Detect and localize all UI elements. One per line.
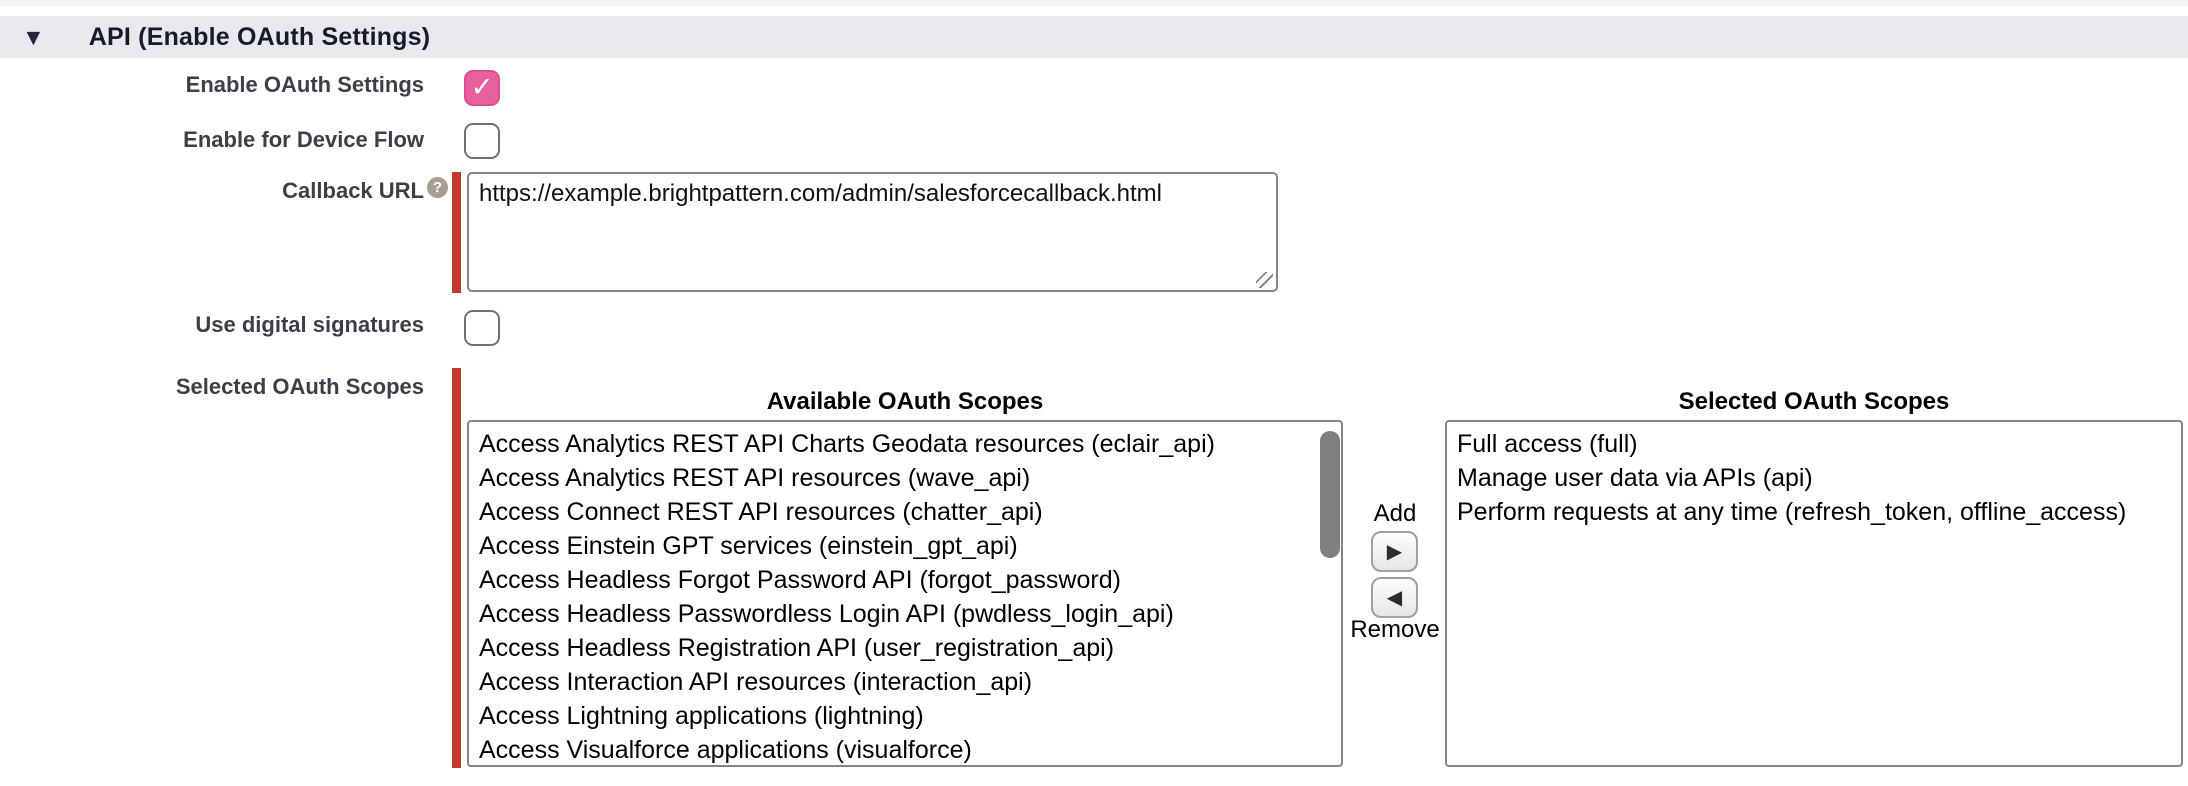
help-icon[interactable]: ?	[427, 177, 448, 198]
checkmark-icon: ✓	[470, 71, 494, 102]
digital-signatures-checkbox[interactable]	[464, 310, 500, 346]
remove-button[interactable]: ◀	[1371, 577, 1418, 618]
scope-option[interactable]: Manage user data via APIs (api)	[1457, 464, 1813, 492]
right-arrow-icon: ▶	[1386, 540, 1403, 563]
scope-option[interactable]: Access Einstein GPT services (einstein_g…	[479, 532, 1018, 560]
textarea-resize-handle-icon[interactable]	[1256, 272, 1273, 288]
scope-option[interactable]: Access Interaction API resources (intera…	[479, 668, 1033, 696]
section-header: ▼ API (Enable OAuth Settings)	[0, 16, 2188, 58]
scope-option[interactable]: Access Headless Registration API (user_r…	[479, 634, 1115, 662]
device-flow-label: Enable for Device Flow	[183, 127, 424, 152]
top-strip	[0, 0, 2188, 7]
scope-option[interactable]: Access Analytics REST API Charts Geodata…	[479, 430, 1215, 458]
add-button[interactable]: ▶	[1371, 531, 1418, 572]
required-field-bar	[452, 368, 461, 768]
callback-url-label: Callback URL	[282, 178, 424, 203]
oauth-scopes-label: Selected OAuth Scopes	[175, 374, 424, 399]
enable-oauth-label: Enable OAuth Settings	[185, 72, 424, 97]
scope-option[interactable]: Access Headless Passwordless Login API (…	[479, 600, 1174, 628]
required-field-bar	[452, 172, 461, 293]
left-arrow-icon: ◀	[1386, 586, 1403, 609]
scope-option[interactable]: Access Lightning applications (lightning…	[479, 702, 924, 730]
scope-option[interactable]: Access Analytics REST API resources (wav…	[479, 464, 1031, 492]
available-scopes-listbox[interactable]: Access Analytics REST API Charts Geodata…	[467, 420, 1343, 767]
selected-scopes-header: Selected OAuth Scopes	[1678, 388, 1950, 415]
scope-option[interactable]: Access Headless Forgot Password API (for…	[479, 566, 1121, 594]
digital-signatures-label: Use digital signatures	[195, 312, 424, 337]
callback-url-input[interactable]: https://example.brightpattern.com/admin/…	[467, 172, 1278, 292]
scrollbar-thumb[interactable]	[1320, 431, 1340, 558]
scope-option[interactable]: Access Connect REST API resources (chatt…	[479, 498, 1043, 526]
scope-option[interactable]: Full access (full)	[1457, 430, 1638, 458]
remove-label: Remove	[1350, 616, 1440, 643]
device-flow-checkbox[interactable]	[464, 123, 500, 159]
add-label: Add	[1373, 500, 1417, 527]
scope-option[interactable]: Perform requests at any time (refresh_to…	[1457, 498, 2127, 526]
available-scopes-header: Available OAuth Scopes	[766, 388, 1044, 415]
section-title: API (Enable OAuth Settings)	[88, 22, 431, 51]
selected-scopes-listbox[interactable]: Full access (full) Manage user data via A…	[1445, 420, 2183, 767]
collapse-triangle-icon[interactable]: ▼	[22, 23, 45, 50]
enable-oauth-checkbox[interactable]: ✓	[464, 70, 500, 106]
scope-option[interactable]: Access Visualforce applications (visualf…	[479, 736, 972, 764]
